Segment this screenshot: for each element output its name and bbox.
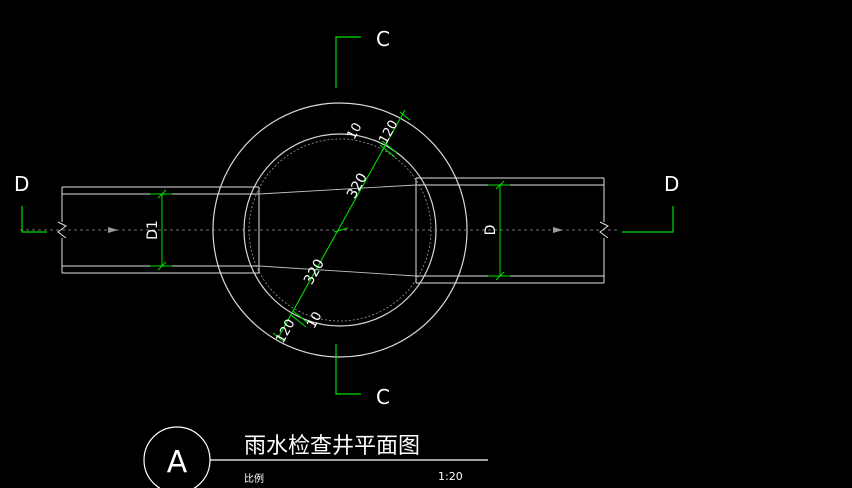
pipe-diameter-dims: [150, 180, 510, 281]
right-pipe-break: [599, 221, 609, 239]
section-label-c-top: C: [376, 27, 390, 51]
flow-arrow-right: [553, 227, 563, 233]
scale-label: 比例: [244, 472, 264, 485]
flow-transition-top: [258, 184, 417, 195]
dim-label-wall-bottom: 120: [273, 317, 298, 346]
section-label-c-bottom: C: [376, 385, 390, 409]
dim-label-gap-top: 10: [344, 120, 365, 142]
section-label-d-left: D: [14, 172, 29, 196]
dim-label-gap-bottom: 10: [304, 309, 325, 331]
section-mark-c-bottom: [335, 344, 361, 395]
left-pipe-break: [57, 221, 67, 239]
section-label-d-right: D: [664, 172, 679, 196]
dim-label-d: D: [483, 225, 499, 236]
dim-label-radius-top: 320: [344, 170, 371, 201]
flow-arrow-left: [108, 227, 118, 233]
right-pipe: [415, 177, 609, 284]
section-mark-d-left: [21, 206, 47, 233]
drawing-title: 雨水检查井平面图: [244, 434, 420, 459]
scale-value: 1:20: [438, 470, 463, 483]
section-mark-c-top: [335, 36, 361, 88]
dim-label-radius-bottom: 320: [301, 256, 328, 287]
flow-transition-bottom: [258, 265, 417, 277]
dim-label-d1: D1: [145, 220, 161, 240]
section-mark-d-right: [622, 206, 674, 233]
detail-id: A: [167, 445, 188, 480]
radial-dimension: [272, 109, 411, 342]
title-block: [143, 426, 488, 488]
